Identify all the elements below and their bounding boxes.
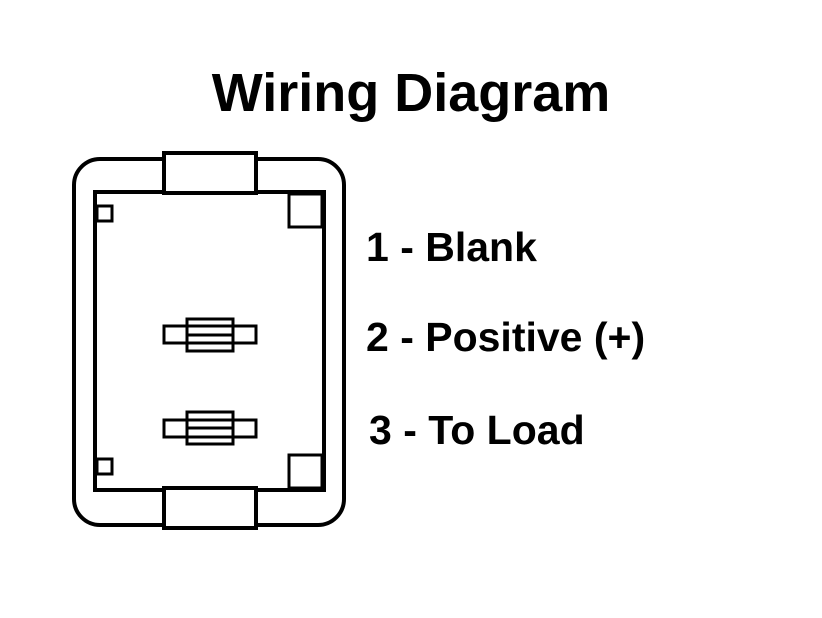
bottom-tab	[162, 486, 258, 530]
terminal-label-1: 1 - Blank	[366, 224, 537, 270]
terminal-label-3: 3 - To Load	[369, 407, 585, 453]
terminal-3-blade	[162, 410, 258, 446]
corner-mark-bottom-right	[287, 453, 324, 490]
corner-mark-top-left	[95, 204, 114, 223]
terminal-label-2: 2 - Positive (+)	[366, 314, 646, 360]
terminal-2-blade	[162, 317, 258, 353]
top-tab	[162, 151, 258, 195]
corner-mark-bottom-left	[95, 457, 114, 476]
corner-mark-top-right	[287, 192, 324, 229]
diagram-title: Wiring Diagram	[211, 63, 611, 123]
